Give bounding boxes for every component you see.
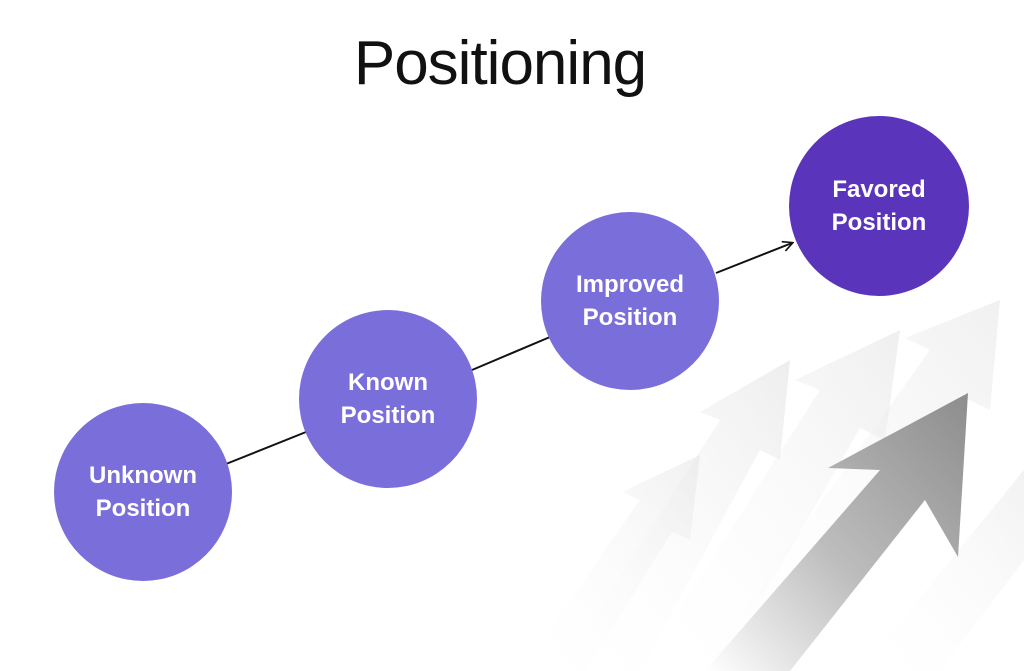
progress-connector [225,243,792,465]
page-title: Positioning [353,29,647,98]
stage-label-line2: Position [95,495,191,522]
big-upward-arrow-icon [705,393,968,671]
stage-label-line2: Position [831,209,927,236]
stage-label-line1: Known [348,369,428,396]
stage-label-line1: Favored [832,176,926,203]
stage-label-line1: Unknown [89,462,197,489]
stage-label-line2: Position [340,402,436,429]
stage-label-line2: Position [582,304,678,331]
background-arrows-icon [520,300,1024,671]
stage-label-line1: Improved [575,271,685,298]
